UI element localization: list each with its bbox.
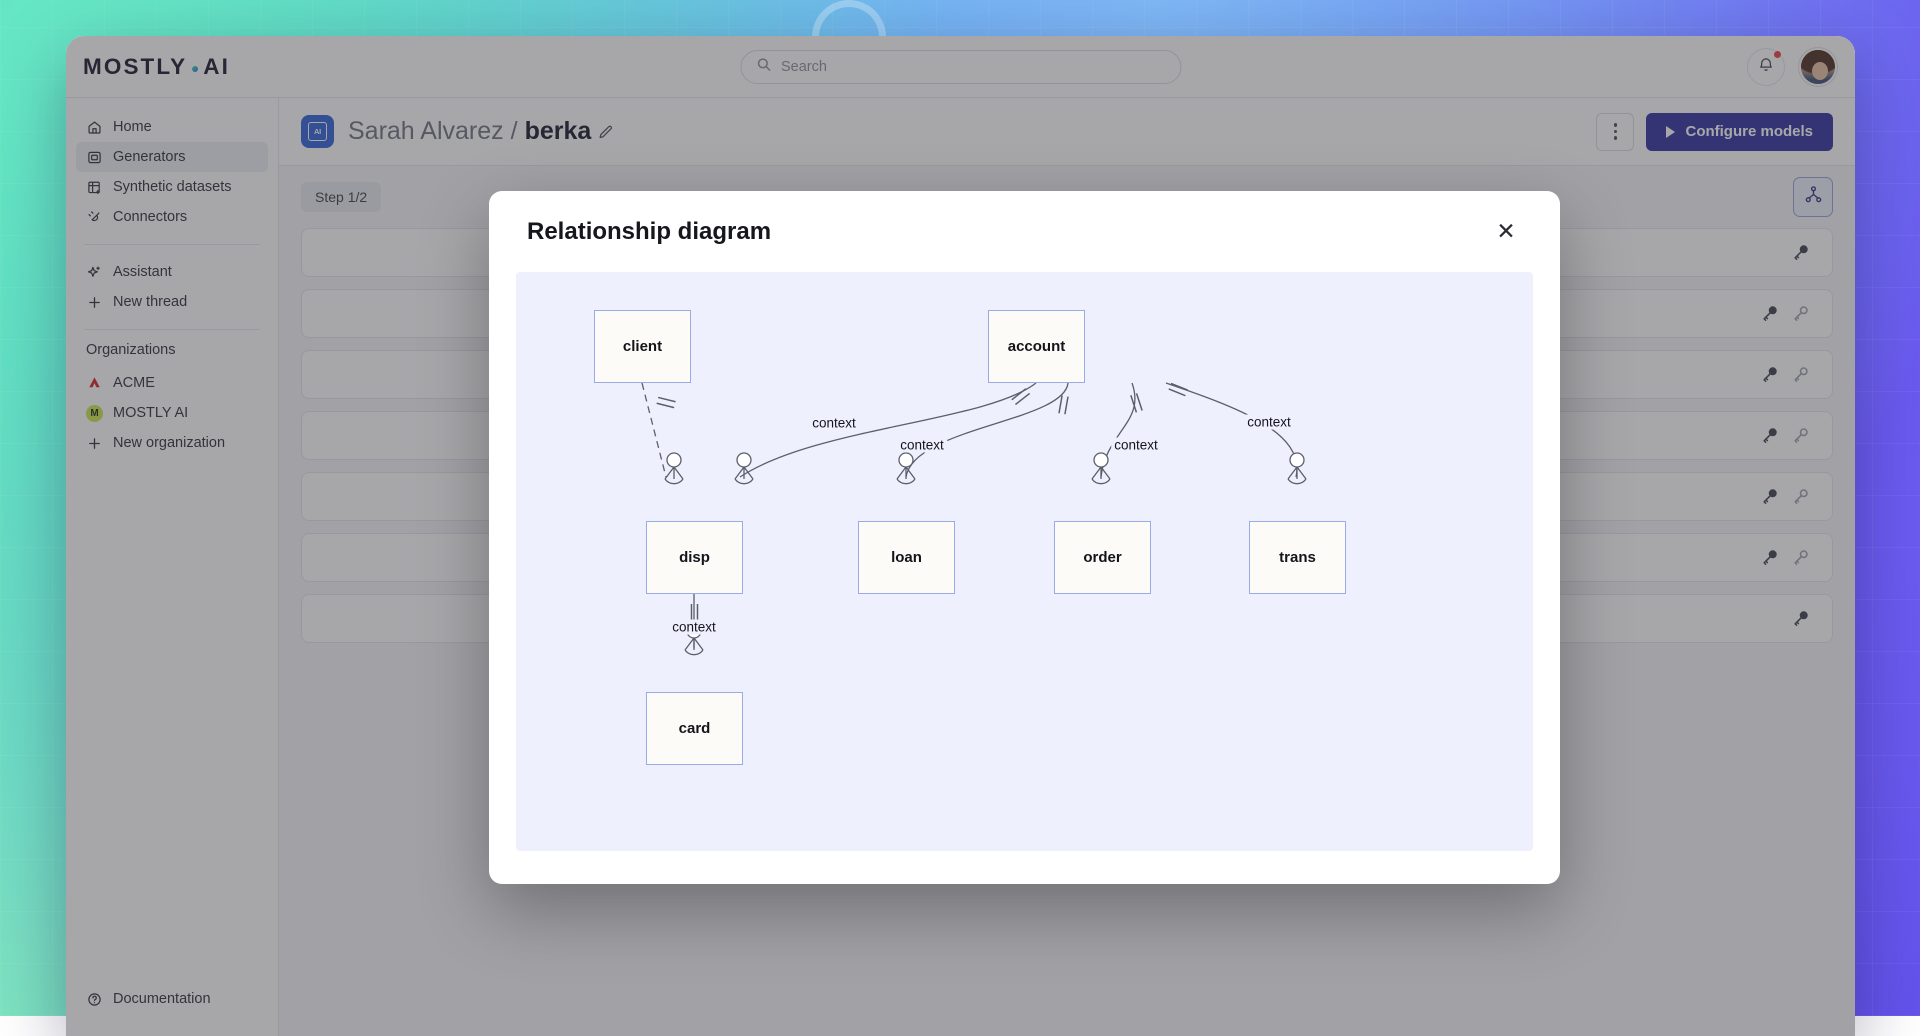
entity-node-loan[interactable]: loan bbox=[858, 521, 955, 594]
edge-account-loan bbox=[906, 383, 1068, 477]
entity-node-client[interactable]: client bbox=[594, 310, 691, 383]
entity-node-disp[interactable]: disp bbox=[646, 521, 743, 594]
edge-lines bbox=[642, 383, 1297, 648]
edge-account-disp bbox=[740, 383, 1036, 477]
edge-account-trans bbox=[1166, 383, 1297, 477]
entity-label: client bbox=[623, 338, 662, 355]
cardinality-markers-many bbox=[665, 453, 1306, 655]
entity-node-trans[interactable]: trans bbox=[1249, 521, 1346, 594]
entity-label: loan bbox=[891, 549, 922, 566]
entity-node-account[interactable]: account bbox=[988, 310, 1085, 383]
modal-title: Relationship diagram bbox=[527, 218, 771, 246]
close-icon[interactable]: ✕ bbox=[1490, 216, 1522, 248]
entity-label: trans bbox=[1279, 549, 1316, 566]
edge-label-disp-card: context bbox=[669, 620, 719, 635]
edge-label-account-trans: context bbox=[1244, 415, 1294, 430]
edge-client-disp bbox=[642, 383, 666, 477]
edge-label-account-loan: context bbox=[897, 438, 947, 453]
entity-node-card[interactable]: card bbox=[646, 692, 743, 765]
relationship-diagram-modal: Relationship diagram ✕ bbox=[489, 191, 1560, 884]
edge-label-account-disp: context bbox=[809, 416, 859, 431]
entity-label: order bbox=[1083, 549, 1121, 566]
diagram-canvas-container: client account disp loan order trans bbox=[489, 272, 1560, 884]
entity-node-order[interactable]: order bbox=[1054, 521, 1151, 594]
entity-label: disp bbox=[679, 549, 710, 566]
modal-header: Relationship diagram ✕ bbox=[489, 191, 1560, 272]
diagram-canvas[interactable]: client account disp loan order trans bbox=[516, 272, 1533, 851]
entity-label: card bbox=[679, 720, 711, 737]
entity-label: account bbox=[1008, 338, 1066, 355]
application-window: MOSTLY AI Search bbox=[66, 36, 1855, 1036]
edge-label-account-order: context bbox=[1111, 438, 1161, 453]
